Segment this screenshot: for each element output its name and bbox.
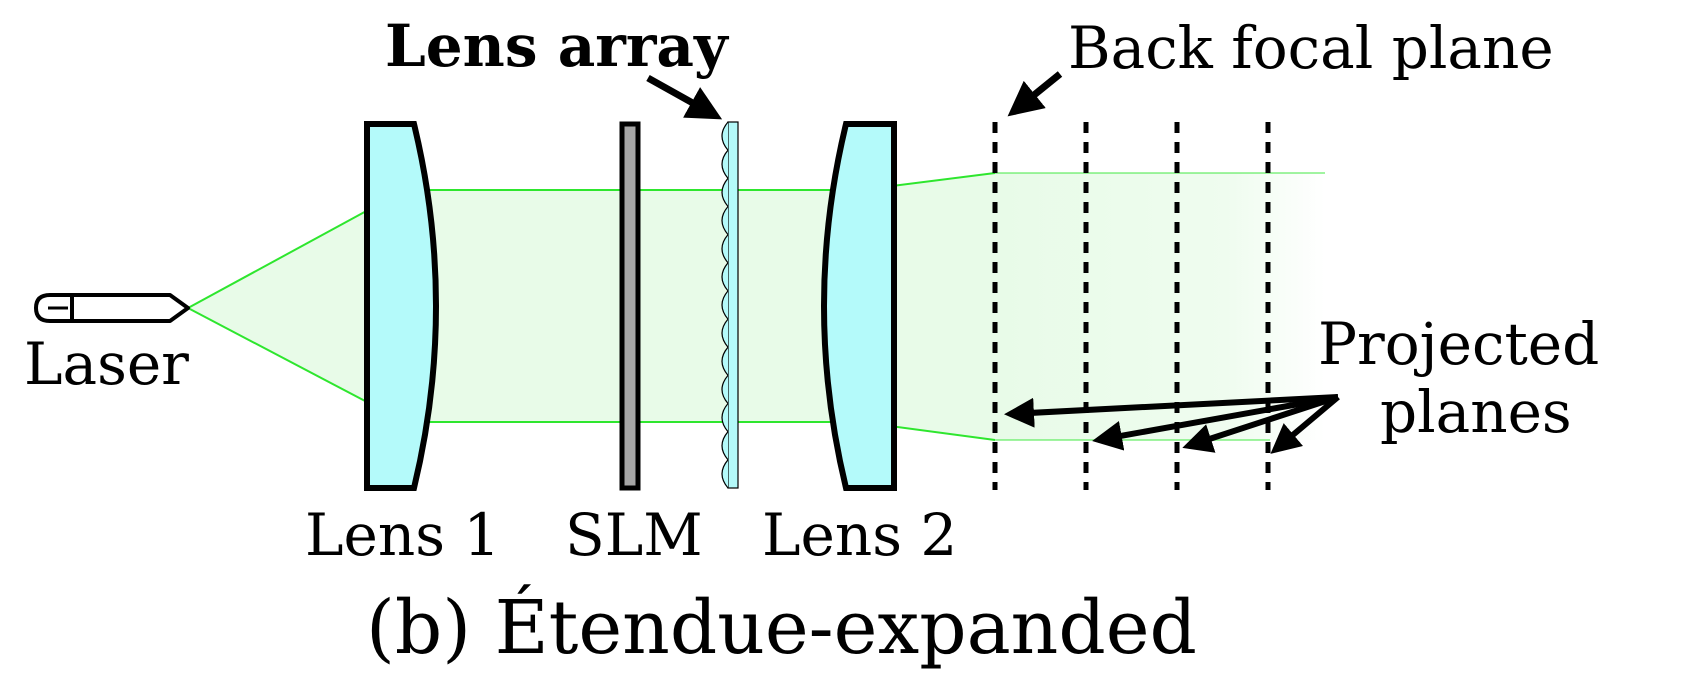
laser-label: Laser [24,330,189,398]
projected-arrow-3 [1182,394,1339,453]
projected-arrow-1 [1004,394,1339,428]
projected-arrow-4 [1270,394,1340,454]
lens-array-arrow [646,74,723,120]
caption: (b) Étendue-expanded [366,583,1197,671]
laser-icon [34,293,190,323]
projected-label-line2: planes [1380,378,1572,446]
lens-array-shape [721,121,739,489]
lens2-shape [821,121,897,491]
slm-label: SLM [565,501,703,569]
beam-cone [188,190,405,422]
slm-shape [619,121,641,491]
lens2-label: Lens 2 [762,501,957,569]
back-focal-plane-label: Back focal plane [1068,14,1554,82]
projected-label-line1: Projected [1318,310,1599,378]
lens1-label: Lens 1 [305,501,500,569]
projected-arrow-2 [1092,394,1339,451]
lens1-shape [364,121,439,491]
back-focal-plane-arrow [1007,71,1063,117]
lens-array-label: Lens array [385,12,730,80]
